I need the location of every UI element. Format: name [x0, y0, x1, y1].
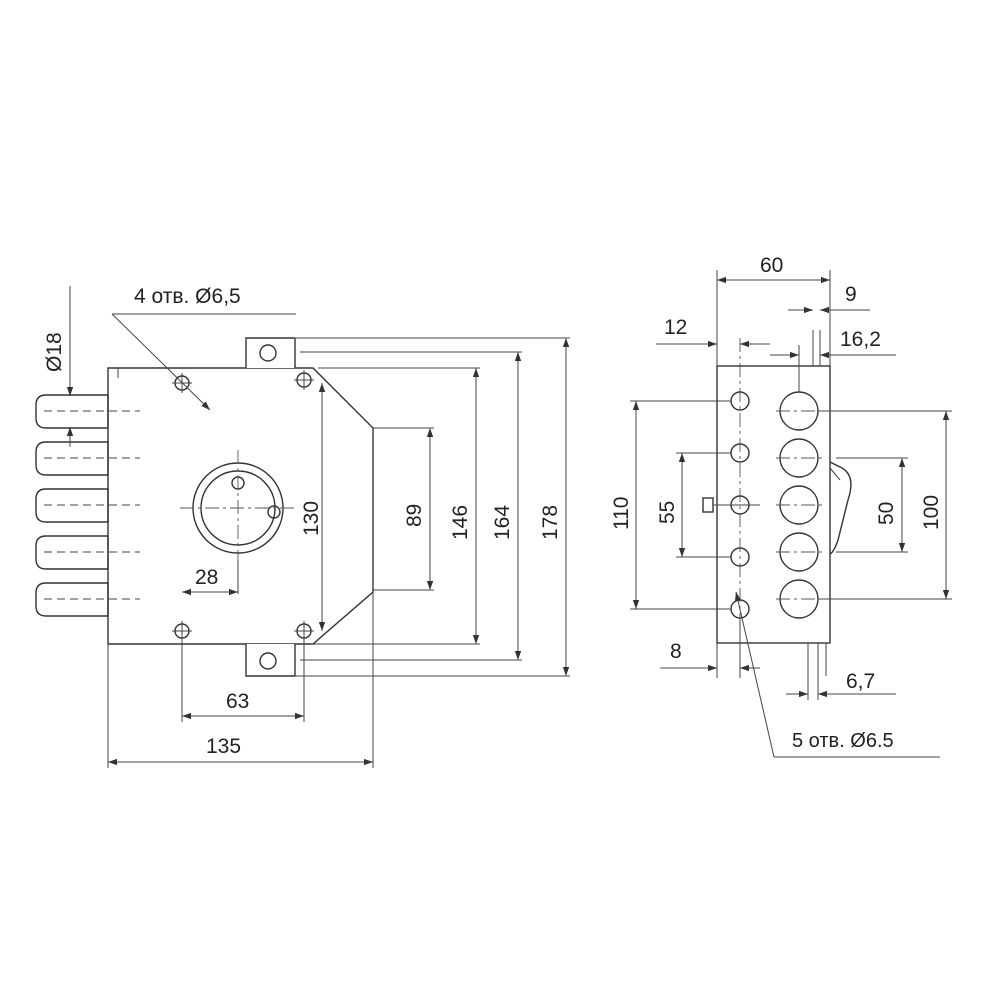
dim-label: 16,2	[840, 328, 881, 351]
dim-60: 60	[717, 254, 830, 284]
rosette-screw-icon	[267, 505, 281, 519]
dim-label: 12	[664, 316, 687, 339]
dim-bolt-diameter: Ø18	[43, 286, 74, 447]
dim-label: 164	[491, 505, 514, 540]
dim-50: 50	[875, 458, 906, 552]
note-text: 5 отв. Ø6.5	[792, 730, 894, 752]
dim-label: 146	[449, 505, 472, 540]
bolt	[35, 394, 140, 429]
dim-label: 6,7	[846, 670, 875, 693]
dim-6-7: 6,7	[786, 670, 896, 698]
spindle-square	[702, 497, 714, 513]
dim-178: 178	[539, 338, 570, 676]
front-view: Ø18	[35, 285, 570, 768]
dim-8: 8	[660, 640, 760, 672]
dim-label: 63	[226, 690, 249, 713]
tab-hole-icon	[259, 344, 277, 362]
note-text: 4 отв. Ø6,5	[134, 285, 241, 308]
dim-label: 135	[206, 735, 241, 758]
dim-16-2: 16,2	[770, 328, 896, 392]
bolt	[35, 441, 140, 476]
dim-12: 12	[656, 316, 770, 348]
bolts	[35, 394, 140, 617]
dim-55: 55	[656, 453, 686, 557]
latch-tongue	[829, 461, 852, 555]
dim-label: 100	[920, 495, 943, 530]
dim-label: 50	[875, 502, 898, 525]
dim-label: 110	[610, 497, 633, 530]
dim-label: 28	[195, 566, 218, 589]
dim-label: 60	[760, 254, 783, 277]
dim-label: 9	[845, 283, 857, 306]
dim-100: 100	[920, 411, 950, 599]
side-view: 60 9 12 16,2 110	[610, 254, 952, 758]
dim-164: 164	[491, 352, 522, 660]
note-5-holes: 5 отв. Ø6.5	[734, 591, 940, 758]
dim-label: Ø18	[43, 332, 66, 372]
bolt	[35, 582, 140, 617]
top-tab	[245, 337, 296, 368]
dim-130: 130	[300, 383, 326, 631]
dim-146: 146	[449, 368, 480, 644]
dim-9: 9	[788, 283, 870, 314]
side-bolts	[776, 391, 822, 619]
bolt	[35, 535, 140, 570]
bolt	[35, 488, 140, 523]
tab-hole-icon	[259, 652, 277, 670]
dim-label: 130	[300, 501, 323, 536]
lock-case	[107, 367, 374, 645]
dim-110: 110	[610, 401, 640, 609]
dim-label: 55	[656, 501, 679, 524]
bottom-tab	[245, 644, 296, 677]
dim-label: 8	[670, 640, 682, 663]
dim-63: 63	[182, 690, 304, 720]
dim-135: 135	[108, 735, 373, 766]
dim-89: 89	[403, 428, 434, 590]
note-4-holes: 4 отв. Ø6,5	[111, 285, 296, 411]
dim-label: 89	[403, 504, 426, 527]
dim-28: 28	[182, 566, 238, 596]
dim-label: 178	[539, 505, 562, 540]
